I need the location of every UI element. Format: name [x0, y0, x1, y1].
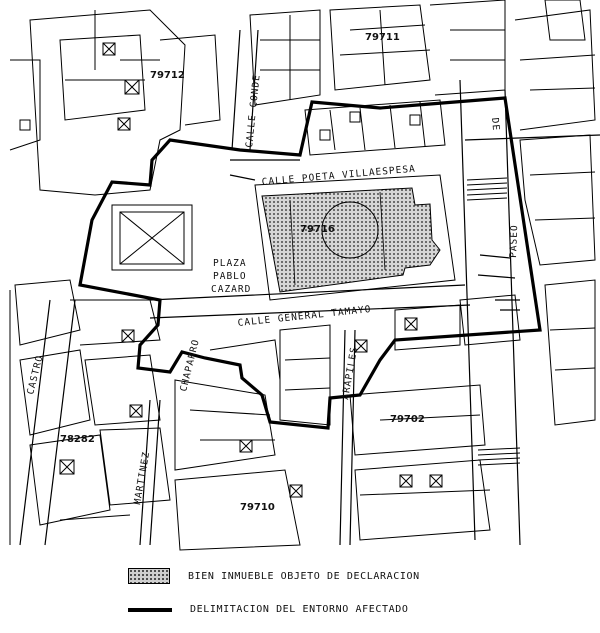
- street-edges: [19, 29, 600, 546]
- plaza-label-line2: PABLO: [213, 271, 247, 282]
- block-id-79716: 79716: [300, 224, 335, 235]
- crosswalks: [466, 177, 521, 466]
- plaza-label-line3: CAZARD: [211, 284, 251, 295]
- bold-line-swatch: [128, 607, 172, 612]
- block-id-79702: 79702: [390, 414, 425, 425]
- dotted-swatch: [128, 568, 170, 584]
- parcel-markers: [19, 42, 443, 498]
- dome-outline: [321, 201, 379, 259]
- legend-label-boundary: DELIMITACION DEL ENTORNO AFECTADO: [190, 604, 409, 615]
- parcel-lines: [9, 0, 596, 551]
- plaza-monument: [111, 204, 193, 271]
- map-legend: BIEN INMUEBLE OBJETO DE DECLARACION DELI…: [0, 555, 600, 633]
- block-id-78282: 78282: [60, 434, 95, 445]
- legend-item-boundary: DELIMITACION DEL ENTORNO AFECTADO: [128, 604, 408, 615]
- cadastral-map: CALLE CONDE CALLE POETA VILLAESPESA CALL…: [9, 0, 600, 551]
- legend-item-declared-property: BIEN INMUEBLE OBJETO DE DECLARACION: [128, 568, 420, 584]
- street-label-de: DE: [489, 117, 501, 131]
- street-label-paseo: PASEO: [508, 224, 520, 258]
- plaza-label-line1: PLAZA: [213, 258, 247, 269]
- block-id-79710: 79710: [240, 502, 275, 513]
- block-id-79711: 79711: [365, 32, 400, 43]
- legend-label-declared-property: BIEN INMUEBLE OBJETO DE DECLARACION: [188, 570, 420, 582]
- block-id-79712: 79712: [150, 70, 185, 81]
- declared-property: [261, 187, 441, 293]
- affected-zone-boundary: [78, 96, 542, 430]
